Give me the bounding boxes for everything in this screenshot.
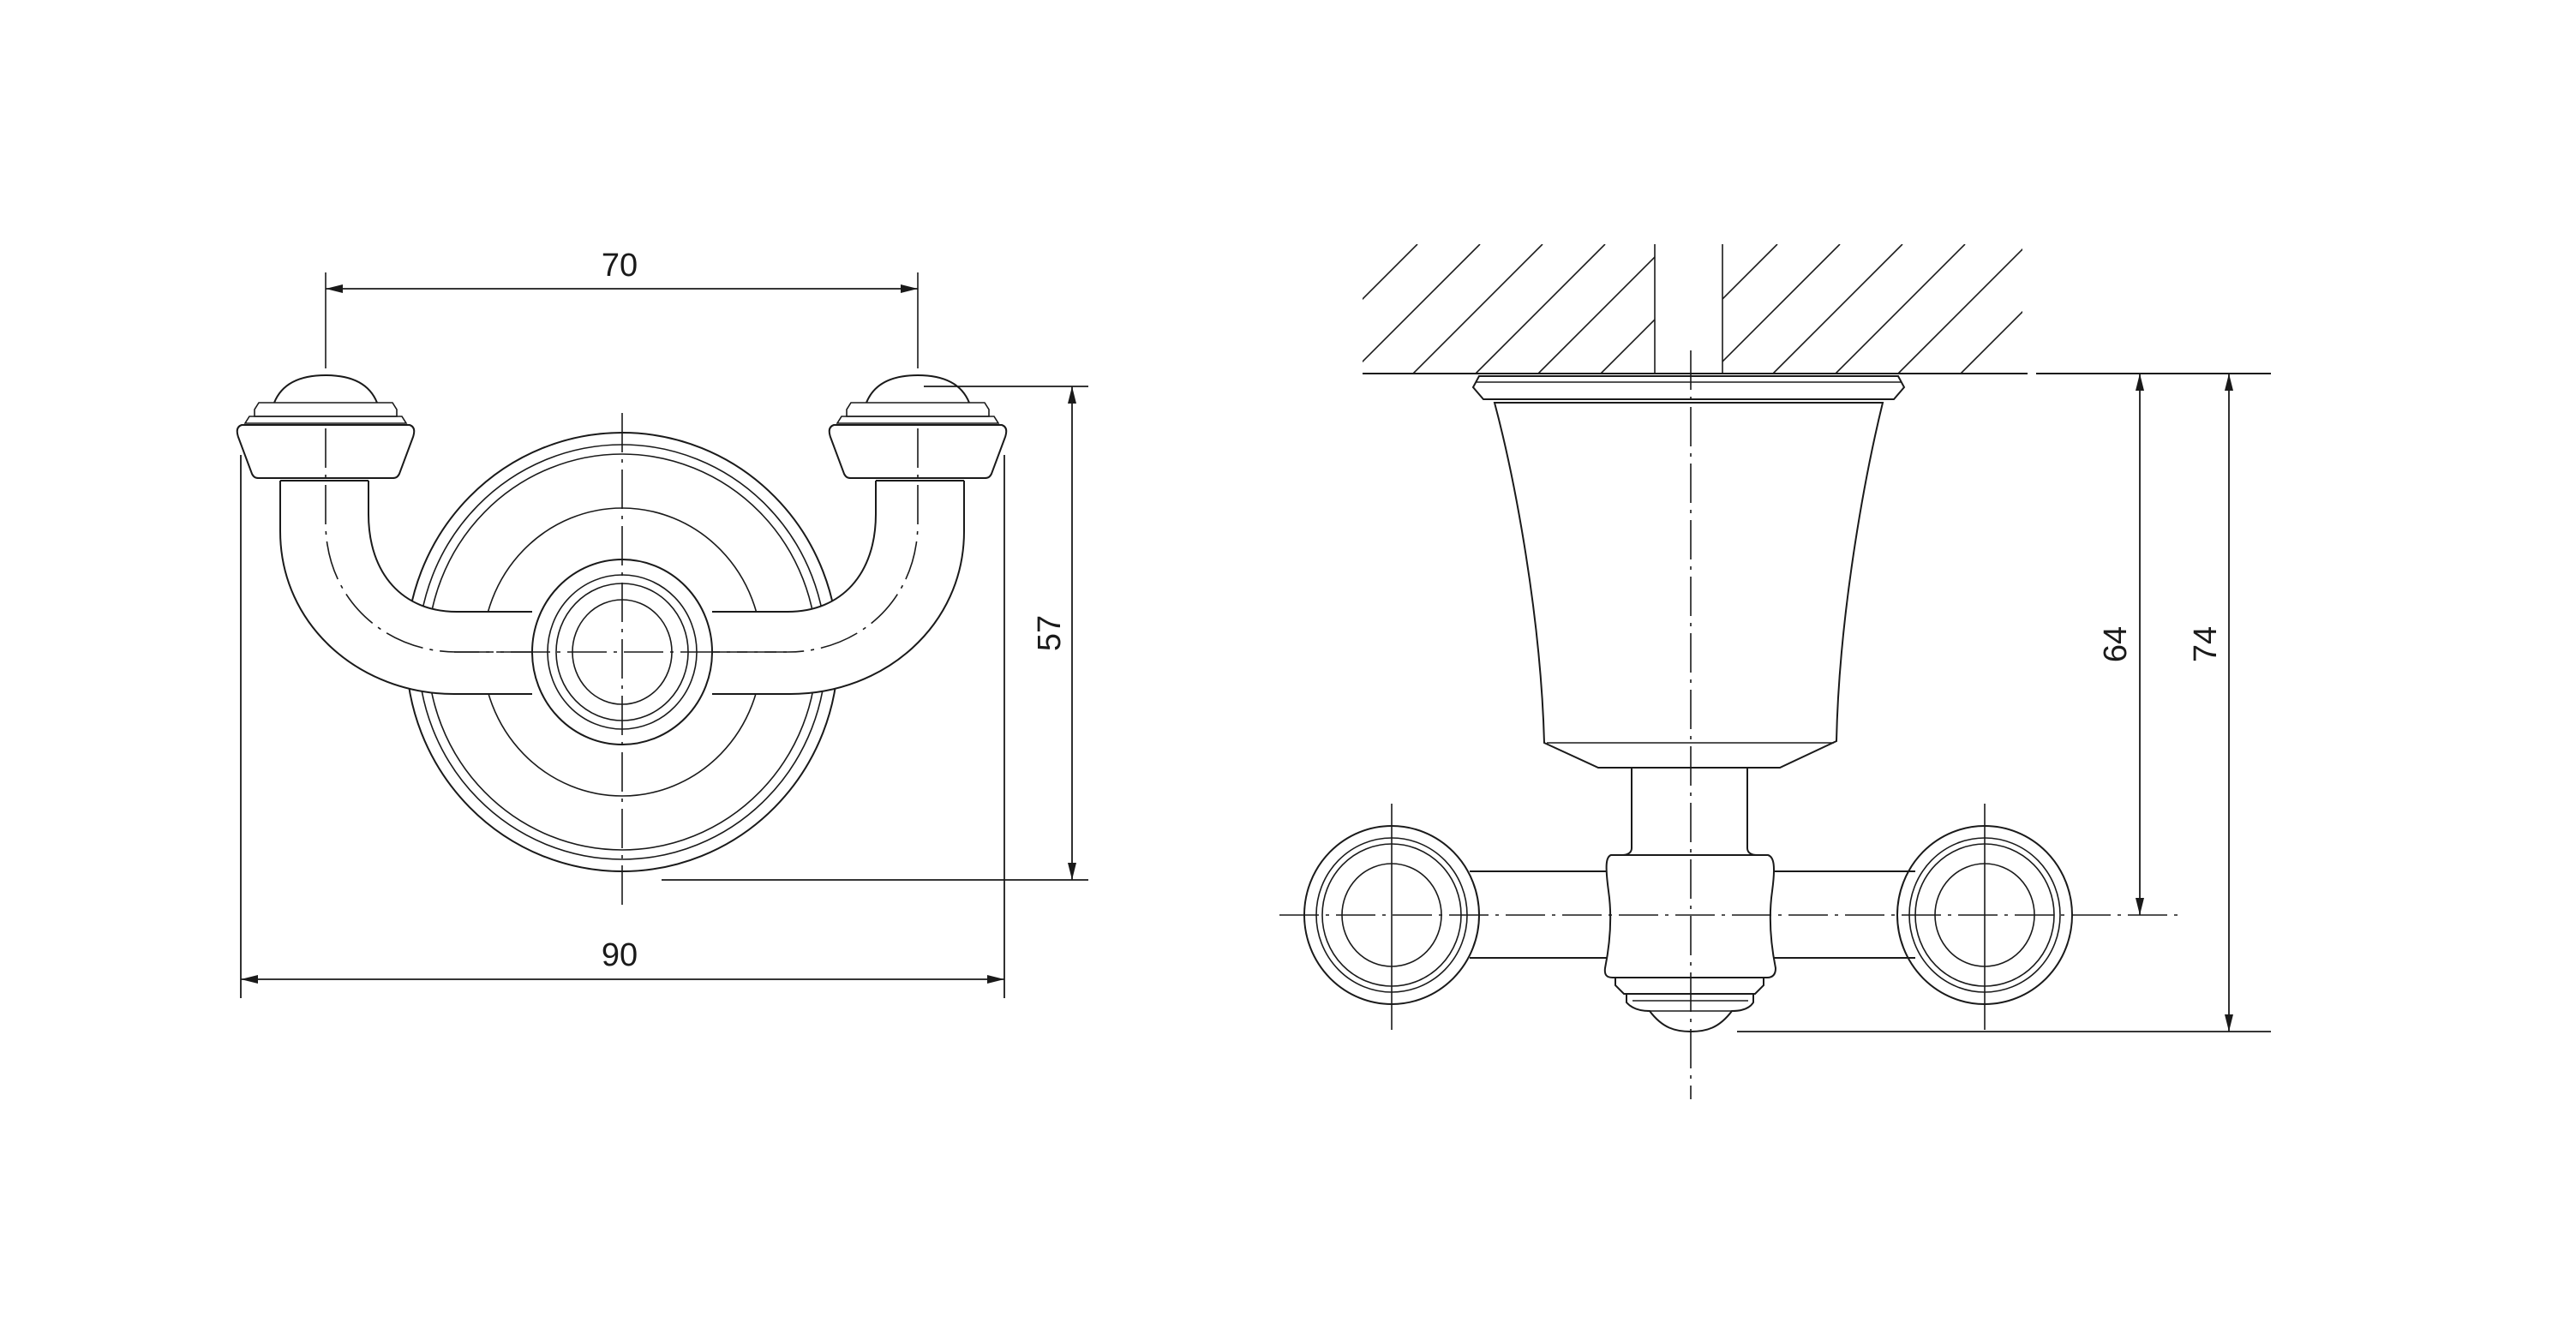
hatch-line bbox=[1363, 244, 1418, 301]
hatch-line bbox=[1585, 244, 1715, 374]
hatch-line bbox=[2023, 244, 2153, 374]
hatch-line bbox=[1772, 244, 1903, 374]
hatch-line bbox=[1722, 244, 1778, 301]
hatch-line bbox=[2148, 244, 2278, 374]
hatch-line bbox=[1225, 244, 1355, 374]
hook-arms bbox=[279, 428, 965, 695]
hatch-line bbox=[1722, 244, 1841, 363]
dimension-74: 74 bbox=[1737, 374, 2271, 1032]
hatch-line bbox=[1960, 310, 2022, 374]
bell-body bbox=[1493, 402, 1884, 769]
dimension-57: 57 bbox=[662, 386, 1088, 881]
hatch-line bbox=[1663, 244, 1793, 374]
stem bbox=[1621, 768, 1758, 856]
hatch-line bbox=[1600, 318, 1655, 374]
hatch-line bbox=[1363, 244, 1481, 363]
hub bbox=[1603, 854, 1777, 978]
wall-flange bbox=[1471, 375, 1906, 400]
hatch-line bbox=[1475, 244, 1606, 374]
dimension-label-90: 90 bbox=[602, 937, 638, 973]
wall-section bbox=[1225, 244, 2278, 374]
dimension-70: 70 bbox=[326, 248, 918, 293]
dimension-label-64: 64 bbox=[2098, 626, 2134, 662]
side-view: 64 74 bbox=[1225, 244, 2278, 1099]
hatch-line bbox=[1897, 248, 2022, 374]
dimension-label-57: 57 bbox=[1032, 615, 1068, 651]
side-arms bbox=[1470, 870, 1915, 959]
dimension-label-70: 70 bbox=[602, 248, 638, 284]
hatch-line bbox=[1537, 255, 1655, 374]
dimension-64: 64 bbox=[2098, 374, 2144, 915]
hatch-line bbox=[1835, 244, 1966, 374]
dimension-90: 90 bbox=[240, 455, 1005, 998]
hook-knob-left bbox=[236, 374, 416, 479]
dimension-label-74: 74 bbox=[2188, 626, 2224, 662]
hub-cap bbox=[1614, 977, 1764, 995]
front-view: 70 90 57 bbox=[236, 248, 1088, 998]
hatch-line bbox=[2086, 244, 2215, 374]
hatch-line bbox=[1788, 244, 1918, 374]
hatch-line bbox=[1412, 244, 1543, 374]
hook-knob-right bbox=[828, 374, 1008, 479]
hatch-line bbox=[1726, 244, 1855, 374]
